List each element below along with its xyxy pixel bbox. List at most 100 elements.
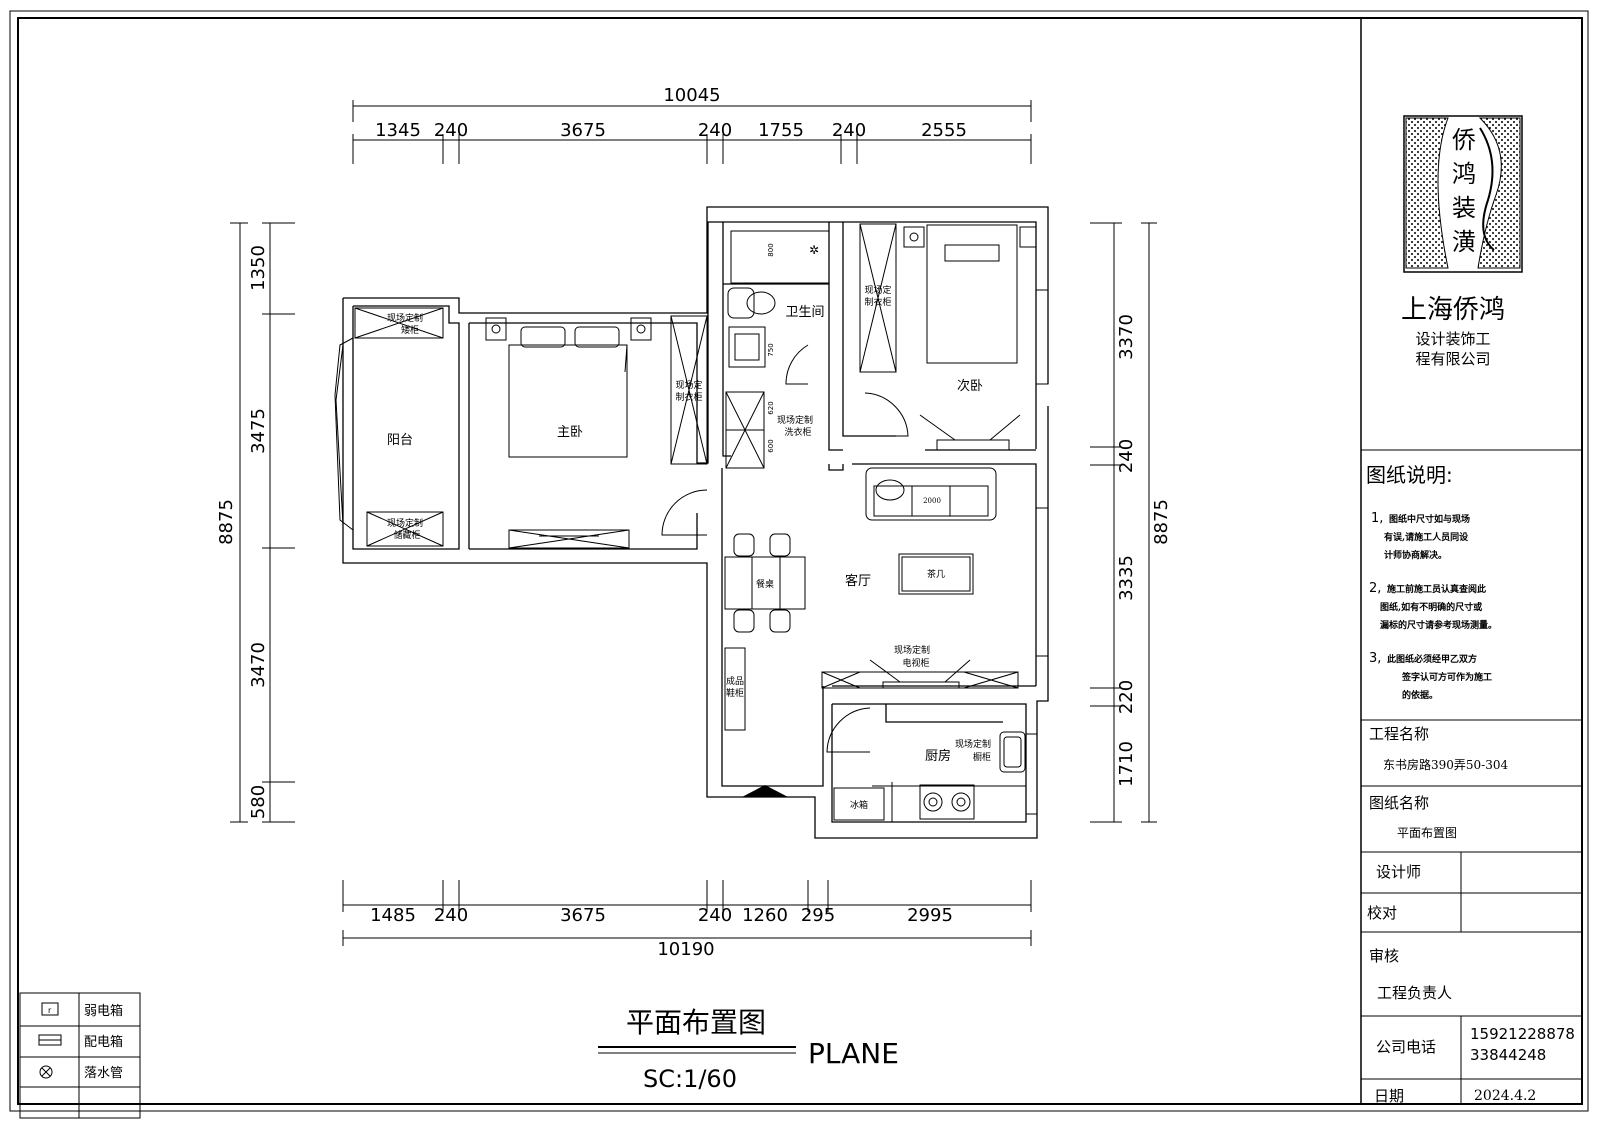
phone-value-1: 15921228878 — [1470, 1025, 1575, 1043]
manager-label: 工程负责人 — [1377, 984, 1452, 1002]
living-tv-cabinet-label-2: 电视柜 — [902, 657, 929, 669]
drawing-name-label: 图纸名称 — [1369, 794, 1429, 812]
dining-set — [724, 533, 806, 633]
left-dim-1: 1350 — [248, 245, 269, 291]
right-dim-3: 3335 — [1116, 555, 1137, 601]
finished-cabinet-label-1: 成品 — [726, 675, 744, 687]
phone-value-2: 33844248 — [1470, 1046, 1546, 1064]
laundry-cabinet-label-1: 现场定制 — [777, 414, 813, 426]
top-dim-1: 1345 — [375, 120, 421, 141]
finished-cabinet-label-2: 鞋柜 — [726, 687, 744, 699]
master-tv-cabinet — [508, 529, 630, 549]
note-3-num: 3, — [1369, 651, 1381, 666]
bathroom-fixtures — [725, 230, 830, 469]
top-dimensions — [352, 100, 1032, 164]
company-logo — [1403, 115, 1523, 273]
right-dim-1: 3370 — [1116, 314, 1137, 360]
legend-label-3: 落水管 — [84, 1066, 123, 1081]
finished-shoe-cabinet — [724, 647, 746, 731]
bottom-dim-4: 240 — [698, 905, 732, 926]
bathroom-label: 卫生间 — [785, 305, 824, 320]
right-dim-4: 220 — [1116, 680, 1137, 714]
top-dim-4: 240 — [698, 120, 732, 141]
reviewer-label: 审核 — [1369, 947, 1399, 965]
second-bed — [903, 224, 1037, 364]
right-total-dim: 8875 — [1151, 499, 1172, 545]
top-dim-6: 240 — [832, 120, 866, 141]
company-subtitle-2: 程有限公司 — [1415, 350, 1490, 368]
note-2-num: 2, — [1369, 581, 1381, 596]
project-name-value: 东书房路390弄50-304 — [1383, 757, 1508, 772]
logo-char-2: 鸿 — [1452, 160, 1476, 188]
master-wardrobe-label-1: 现场定 — [675, 379, 702, 391]
bottom-dim-1: 1485 — [370, 905, 416, 926]
second-wardrobe-label-2: 制衣柜 — [864, 296, 891, 308]
second-wardrobe-label-1: 现场定 — [864, 284, 891, 296]
living-room-label: 客厅 — [845, 573, 871, 589]
company-name: 上海侨鸿 — [1401, 295, 1505, 325]
sofa — [865, 467, 997, 521]
distribution-box-icon — [38, 1034, 62, 1046]
sofa-width-label: 2000 — [923, 497, 941, 505]
living-tv-cabinet — [821, 659, 1019, 689]
left-dimensions — [230, 222, 295, 823]
balcony-label: 阳台 — [387, 433, 413, 448]
walls — [342, 206, 1049, 839]
legend-label-1: 弱电箱 — [84, 1003, 123, 1019]
top-dim-2: 240 — [434, 120, 468, 141]
second-bedroom-label: 次卧 — [957, 378, 983, 394]
left-total-dim: 8875 — [216, 499, 237, 545]
second-bedroom-door — [864, 392, 909, 437]
note-2-line-2: 图纸,如有不明确的尺寸或 — [1380, 601, 1482, 613]
bottom-total-dim: 10190 — [657, 939, 714, 960]
kitchen-cabinet-label-2: 橱柜 — [973, 751, 991, 763]
left-dim-3: 3470 — [248, 642, 269, 688]
bath-dim-600: 600 — [767, 439, 775, 452]
bath-dim-800: 800 — [767, 243, 775, 256]
tea-table — [898, 553, 974, 595]
note-1-line-1: 图纸中尺寸如与现场 — [1389, 513, 1470, 525]
note-3-line-2: 签字认可方可作为施工 — [1401, 671, 1492, 683]
legend-table — [19, 992, 141, 1119]
outer-frame — [9, 10, 1589, 1112]
bottom-dim-6: 295 — [801, 905, 835, 926]
note-1-line-3: 计师协商解决。 — [1384, 549, 1447, 561]
legend-label-2: 配电箱 — [84, 1034, 123, 1050]
master-bed — [485, 317, 652, 458]
weak-current-box-icon: r — [41, 1002, 59, 1016]
shoe-cabinet-label-1: 现场定制 — [387, 312, 423, 324]
storage-cabinet-label-1: 现场定制 — [387, 517, 423, 529]
drawing-title: 平面布置图 — [626, 1006, 766, 1039]
master-bedroom-label: 主卧 — [557, 425, 583, 440]
windows — [334, 289, 1049, 815]
note-2-line-1: 施工前施工员认真查阅此 — [1387, 583, 1486, 595]
dining-table-label: 餐桌 — [756, 578, 774, 590]
fridge — [833, 787, 885, 821]
bottom-dim-7: 2995 — [907, 905, 953, 926]
top-dim-7: 2555 — [921, 120, 967, 141]
designer-label: 设计师 — [1376, 863, 1421, 881]
living-tv-cabinet-label-1: 现场定制 — [894, 644, 930, 656]
shoe-cabinet — [354, 307, 444, 339]
second-tv-cabinet — [919, 414, 1021, 451]
master-door — [661, 489, 708, 536]
kitchen-label: 厨房 — [925, 748, 951, 764]
svg-text:r: r — [48, 1006, 52, 1015]
top-dim-3: 3675 — [560, 120, 606, 141]
storage-cabinet — [366, 511, 444, 547]
note-2-line-3: 漏标的尺寸请参考现场测量。 — [1380, 619, 1497, 631]
note-1-num: 1, — [1371, 511, 1383, 526]
top-total-dim: 10045 — [663, 85, 720, 106]
drawing-title-english: PLANE — [808, 1037, 899, 1070]
entry-marker — [742, 785, 788, 797]
bottom-dim-2: 240 — [434, 905, 468, 926]
left-dim-2: 3475 — [248, 408, 269, 454]
kitchen-cabinet-label-1: 现场定制 — [955, 738, 991, 750]
titleblock-grid — [1361, 719, 1582, 1104]
note-3-line-3: 的依据。 — [1402, 689, 1438, 701]
shoe-cabinet-label-2: 矮柜 — [401, 324, 419, 336]
drain-pipe-symbol: ✲ — [809, 243, 819, 257]
drawing-scale: SC:1/60 — [643, 1065, 737, 1093]
inner-frame — [17, 17, 1583, 1105]
kitchen-sink — [999, 731, 1026, 773]
